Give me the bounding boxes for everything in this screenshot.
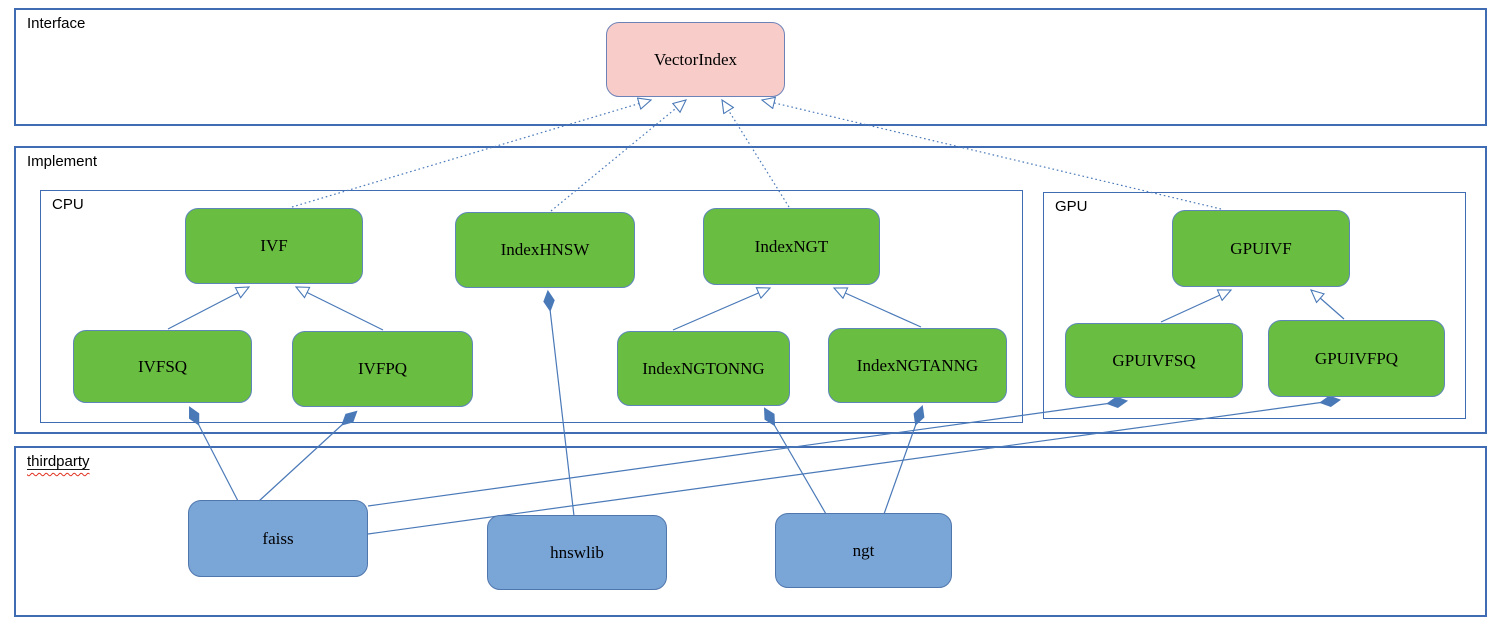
node-ivf[interactable]: IVF [185, 208, 363, 284]
node-indexhnsw[interactable]: IndexHNSW [455, 212, 635, 288]
container-label-text: thirdparty [27, 453, 90, 470]
node-gpuivfpq[interactable]: GPUIVFPQ [1268, 320, 1445, 397]
container-label-implement: Implement [27, 153, 98, 170]
node-indexngtanng[interactable]: IndexNGTANNG [828, 328, 1007, 403]
node-gpuivfsq[interactable]: GPUIVFSQ [1065, 323, 1243, 398]
container-label-thirdparty: thirdparty [27, 453, 90, 470]
node-label-indexngtanng: IndexNGTANNG [856, 355, 979, 375]
node-label-ivfpq: IVFPQ [357, 359, 408, 378]
node-hnswlib[interactable]: hnswlib [487, 515, 667, 590]
node-indexngtonng[interactable]: IndexNGTONNG [617, 331, 790, 406]
node-label-ngt: ngt [852, 540, 875, 560]
node-gpuivf[interactable]: GPUIVF [1172, 210, 1350, 287]
node-indexngt[interactable]: IndexNGT [703, 208, 880, 285]
node-faiss[interactable]: faiss [188, 500, 368, 577]
node-label-gpuivfpq: GPUIVFPQ [1314, 348, 1399, 368]
container-label-cpu: CPU [52, 196, 84, 213]
node-label-gpuivfsq: GPUIVFSQ [1112, 350, 1196, 370]
container-label-interface: Interface [27, 15, 86, 32]
node-ivfpq[interactable]: IVFPQ [292, 331, 473, 407]
node-label-indexngt: IndexNGT [754, 236, 829, 256]
node-ngt[interactable]: ngt [775, 513, 952, 588]
node-ivfsq[interactable]: IVFSQ [73, 330, 252, 403]
container-label-gpu: GPU [1055, 198, 1088, 215]
node-label-hnswlib: hnswlib [550, 542, 604, 562]
node-label-indexngtonng: IndexNGTONNG [642, 358, 765, 378]
node-label-indexhnsw: IndexHNSW [500, 240, 590, 259]
node-label-vectorindex: VectorIndex [653, 49, 738, 69]
node-label-ivf: IVF [260, 236, 288, 255]
node-label-ivfsq: IVFSQ [137, 356, 188, 376]
node-label-gpuivf: GPUIVF [1230, 238, 1292, 258]
node-label-faiss: faiss [262, 528, 294, 548]
node-vectorindex[interactable]: VectorIndex [606, 22, 785, 97]
